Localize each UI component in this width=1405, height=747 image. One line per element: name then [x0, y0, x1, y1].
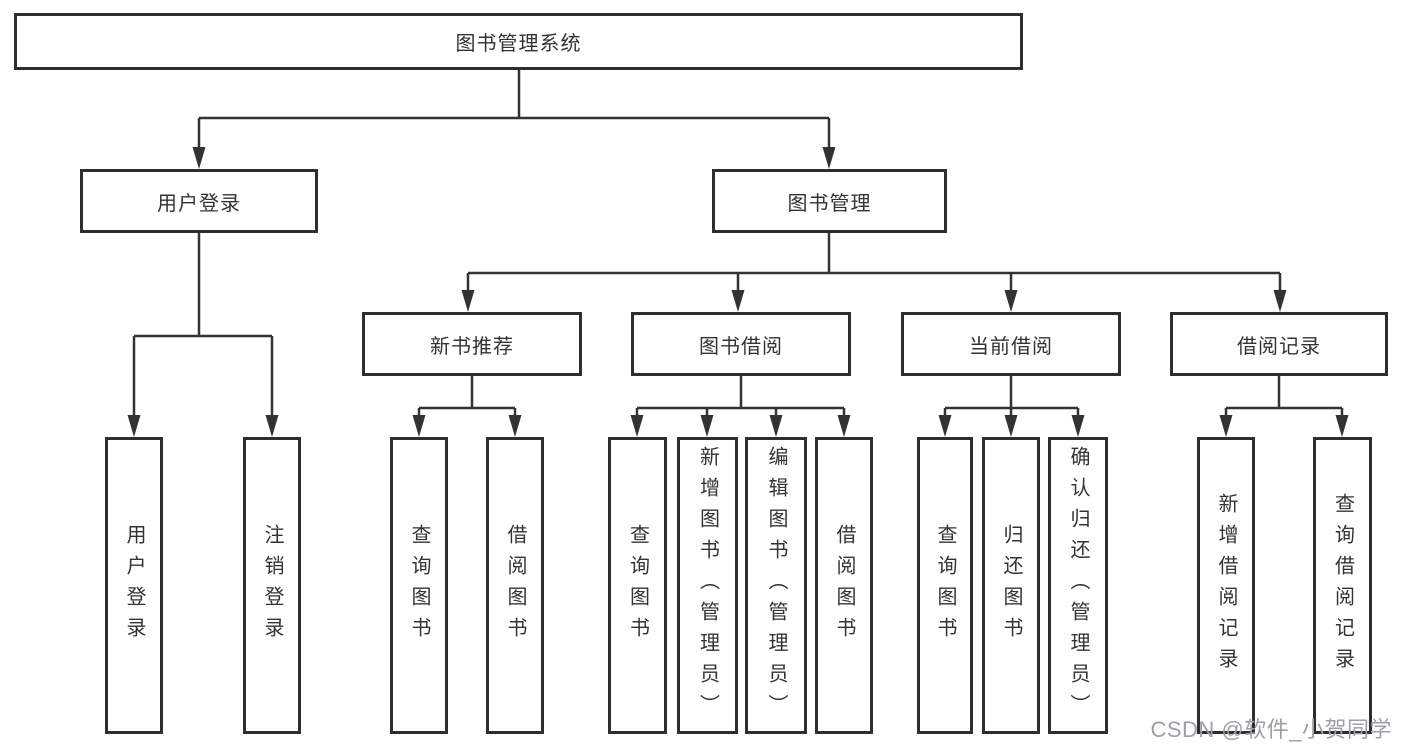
leaf-records-query-record: 查询借阅记录	[1313, 437, 1372, 734]
node-book-borrow: 图书借阅	[631, 312, 851, 376]
leaf-label: 确认归还（管理员）	[1067, 446, 1089, 725]
leaf-user-login: 用户登录	[105, 437, 163, 734]
node-label: 当前借阅	[969, 335, 1053, 358]
leaf-label: 新增图书（管理员）	[696, 446, 719, 725]
leaf-label: 用户登录	[123, 523, 145, 648]
leaf-records-add-record: 新增借阅记录	[1197, 437, 1255, 734]
leaf-label: 查询借阅记录	[1331, 492, 1354, 679]
leaf-logout: 注销登录	[243, 437, 301, 734]
leaf-label: 新增借阅记录	[1215, 492, 1237, 679]
leaf-label: 借阅图书	[833, 523, 855, 648]
node-label: 图书借阅	[699, 335, 783, 358]
leaf-label: 注销登录	[261, 523, 283, 648]
node-borrow-records: 借阅记录	[1170, 312, 1388, 376]
leaf-label: 归还图书	[1000, 523, 1022, 648]
leaf-label: 编辑图书（管理员）	[765, 446, 787, 725]
leaf-current-query-books: 查询图书	[917, 437, 973, 734]
leaf-label: 查询图书	[934, 523, 956, 648]
node-label: 新书推荐	[430, 335, 514, 358]
node-new-book-recommend: 新书推荐	[362, 312, 582, 376]
node-label: 图书管理	[787, 192, 872, 215]
leaf-recommend-query-books: 查询图书	[390, 437, 448, 734]
leaf-borrow-borrow-books: 借阅图书	[815, 437, 873, 734]
node-label: 用户登录	[157, 192, 241, 215]
node-current-borrow: 当前借阅	[901, 312, 1121, 376]
node-label: 图书管理系统	[455, 33, 582, 55]
node-label: 借阅记录	[1237, 335, 1321, 358]
node-book-management: 图书管理	[712, 169, 947, 233]
node-root: 图书管理系统	[14, 13, 1023, 70]
leaf-current-confirm-return-admin: 确认归还（管理员）	[1048, 437, 1108, 734]
leaf-recommend-borrow-books: 借阅图书	[486, 437, 544, 734]
leaf-borrow-add-books-admin: 新增图书（管理员）	[677, 437, 738, 734]
leaf-current-return-books: 归还图书	[982, 437, 1040, 734]
node-user-login: 用户登录	[80, 169, 318, 233]
leaf-label: 查询图书	[626, 523, 649, 648]
csdn-watermark: CSDN @软件_小贺同学	[1150, 717, 1392, 742]
leaf-borrow-query-books: 查询图书	[608, 437, 667, 734]
leaf-borrow-edit-books-admin: 编辑图书（管理员）	[745, 437, 807, 734]
leaf-label: 查询图书	[408, 523, 430, 648]
leaf-label: 借阅图书	[504, 523, 526, 648]
